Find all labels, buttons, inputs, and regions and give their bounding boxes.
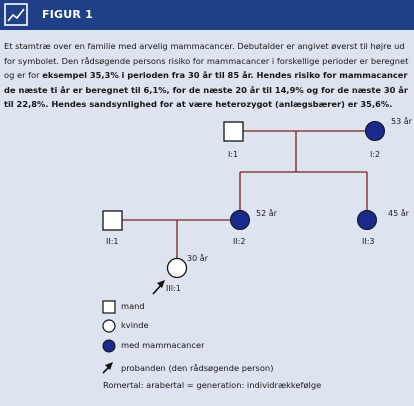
legend-female-icon: [102, 319, 116, 333]
individual-I1-label: I:1: [228, 150, 238, 159]
individual-I2-symbol: [365, 121, 385, 141]
legend-proband-arrow-icon: [102, 362, 113, 374]
individual-I1-symbol: [223, 121, 244, 142]
legend-note: Romertal: arabertal = generation: indivi…: [103, 380, 322, 390]
individual-II2-symbol: [230, 210, 250, 230]
individual-I2-age: 53 år: [391, 116, 413, 126]
individual-II1-symbol: [102, 210, 123, 231]
figure-title: FIGUR 1: [42, 8, 93, 21]
caption-text: Et stamtræ over en familie med arvelig m…: [4, 41, 409, 81]
figure-caption: Et stamtræ over en familie med arvelig m…: [4, 39, 412, 112]
individual-II3-symbol: [357, 210, 377, 230]
individual-II1-label: II:1: [106, 237, 119, 246]
individual-II3-label: II:3: [362, 237, 375, 246]
individual-I2-label: I:2: [370, 150, 380, 159]
legend-male-icon: [102, 300, 116, 314]
legend-affected-label: med mammacancer: [121, 340, 205, 350]
individual-III1-age: 30 år: [187, 253, 209, 263]
individual-III1-symbol: [166, 257, 188, 279]
individual-II2-age: 52 år: [256, 208, 278, 218]
figure-header: FIGUR 1: [0, 0, 414, 30]
legend-proband-label: probanden (den rådsøgende person): [121, 363, 274, 373]
legend-affected-icon: [102, 339, 116, 353]
caption-bold-text: eksempel 35,3% i perioden fra 30 år til …: [4, 70, 408, 110]
proband-arrow-icon: [152, 280, 165, 295]
individual-III1-label: III:1: [166, 284, 181, 293]
legend-female-label: kvinde: [121, 320, 149, 330]
chart-line-icon: [4, 3, 28, 26]
individual-II2-label: II:2: [233, 237, 246, 246]
individual-II3-age: 45 år: [388, 208, 410, 218]
legend-male-label: mand: [121, 301, 145, 311]
